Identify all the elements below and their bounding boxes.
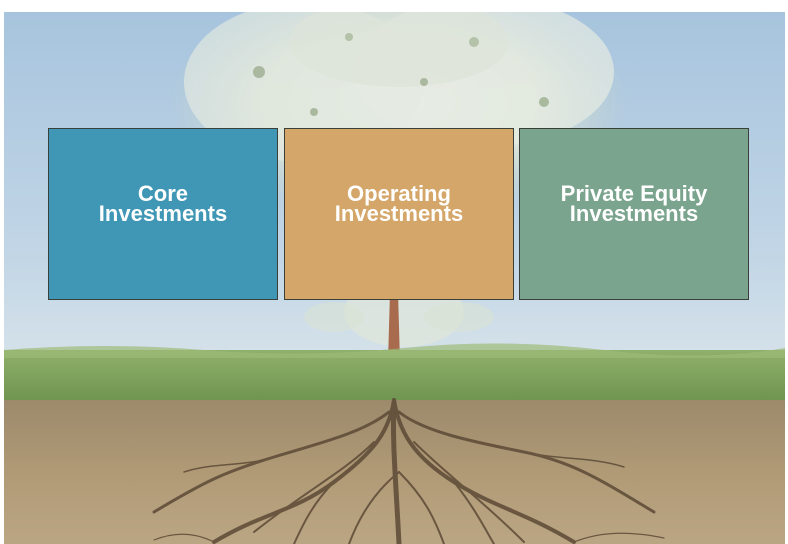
core-investments-line2: Investments <box>98 201 228 226</box>
operating-investments-line2: Investments <box>334 201 464 226</box>
operating-investments-box: Operating Investments <box>284 128 514 300</box>
tree-trunk <box>388 292 400 362</box>
private-equity-investments-line1: Private Equity <box>560 181 708 206</box>
core-investments-line1: Core <box>137 181 189 206</box>
core-investments-box: Core Investments <box>48 128 278 300</box>
operating-investments-line1: Operating <box>347 181 451 206</box>
private-equity-investments-box: Private Equity Investments <box>519 128 749 300</box>
tree-roots <box>152 398 665 544</box>
grass <box>4 350 785 402</box>
private-equity-investments-line2: Investments <box>569 201 699 226</box>
